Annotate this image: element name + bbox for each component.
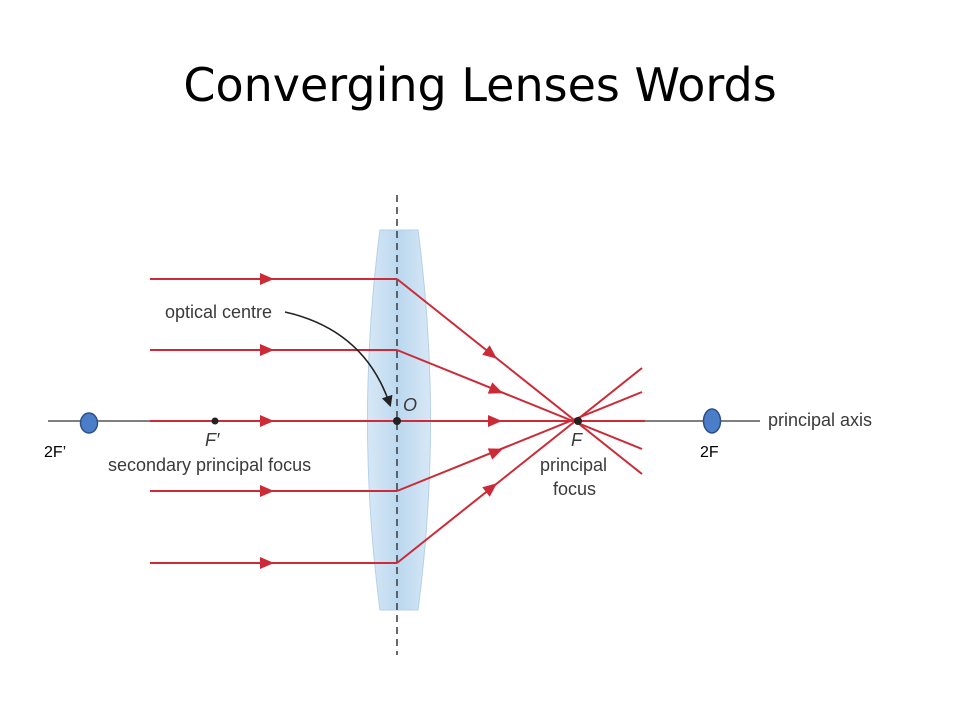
- optical-centre-point: [393, 417, 401, 425]
- refracted-ray-1: [396, 278, 643, 475]
- refracted-arrowhead-5: [482, 483, 497, 497]
- label-principal-axis: principal axis: [768, 410, 872, 430]
- label-secondary-focus-letter: F′: [205, 430, 220, 450]
- principal-focus-point: [574, 417, 582, 425]
- incoming-arrowhead-5: [260, 557, 274, 569]
- marker-2f-left: [79, 412, 99, 434]
- refracted-arrowhead-2: [487, 382, 503, 394]
- refracted-rays: [396, 278, 645, 564]
- secondary-focus-point: [211, 417, 219, 425]
- incoming-arrowhead-1: [260, 273, 274, 285]
- incoming-arrowhead-4: [260, 485, 274, 497]
- label-principal-focus-line1: principal: [540, 455, 607, 475]
- optical-centre-pointer: [284, 311, 393, 408]
- incoming-arrowhead-3: [260, 415, 274, 427]
- refracted-arrowhead-4: [487, 448, 503, 460]
- label-secondary-principal-focus: secondary principal focus: [108, 455, 311, 475]
- marker-label-2f-left: 2F’: [44, 444, 67, 461]
- slide-title: Converging Lenses Words: [183, 58, 777, 112]
- incoming-arrowhead-2: [260, 344, 274, 356]
- label-optical-centre-point: O: [403, 395, 417, 415]
- label-optical-centre: optical centre: [165, 302, 272, 322]
- incoming-arrowheads: [260, 273, 274, 569]
- refracted-ray-4: [396, 391, 643, 492]
- refracted-arrowheads: [482, 345, 503, 497]
- marker-2f-right: [702, 408, 722, 434]
- refracted-arrowhead-3: [488, 415, 502, 427]
- refracted-ray-2: [396, 349, 643, 450]
- label-principal-focus-line2: focus: [553, 479, 596, 499]
- refracted-arrowhead-1: [482, 345, 497, 359]
- label-principal-focus-letter: F: [571, 430, 583, 450]
- marker-label-2f-right: 2F: [700, 444, 719, 461]
- refracted-ray-5: [396, 367, 643, 564]
